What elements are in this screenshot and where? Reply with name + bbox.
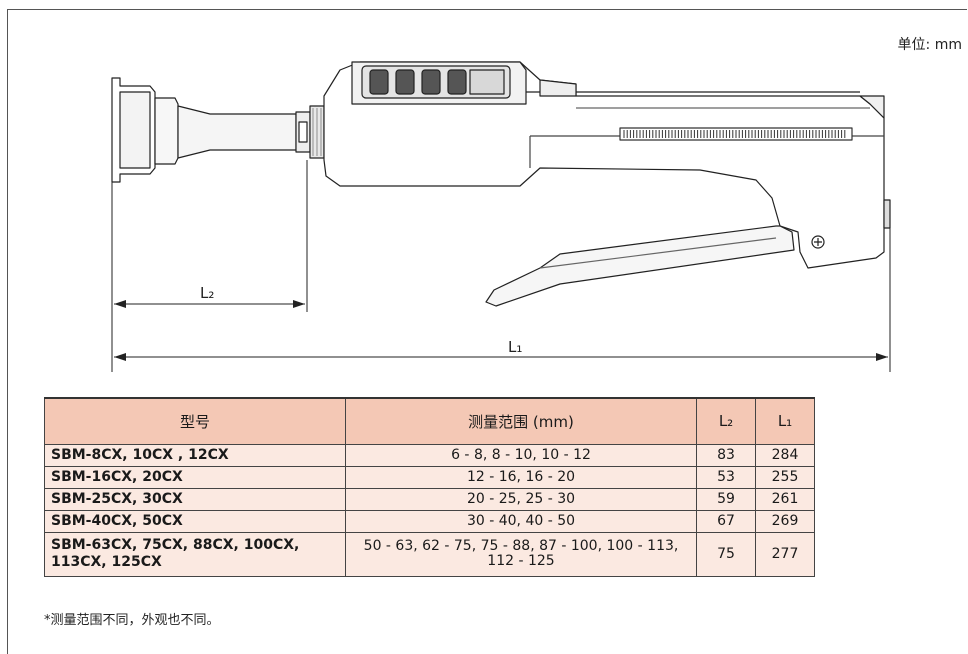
rod-ring-slot: [298, 121, 308, 143]
cell-l2: 67: [696, 509, 756, 533]
cell-l1: 261: [755, 487, 815, 511]
cell-l2: 75: [696, 531, 756, 577]
cell-l1: 255: [755, 465, 815, 489]
extension-rod: [177, 105, 297, 159]
display-grip: [469, 69, 505, 95]
measuring-head-inner: [119, 91, 151, 169]
cell-l1: 277: [755, 531, 815, 577]
cell-range: 20 - 25, 25 - 30: [345, 487, 697, 511]
cell-range: 12 - 16, 16 - 20: [345, 465, 697, 489]
trigger-edge: [539, 237, 777, 269]
table-header-row: 型号 测量范围 (mm) L₂ L₁: [44, 397, 815, 445]
cell-model: SBM-25CX, 30CX: [44, 487, 346, 511]
head-collar: [154, 97, 179, 165]
table-row: SBM-16CX, 20CX 12 - 16, 16 - 20 53 255: [44, 465, 815, 489]
spec-table: 型号 测量范围 (mm) L₂ L₁ SBM-8CX, 10CX , 12CX …: [44, 397, 815, 577]
cell-model: SBM-40CX, 50CX: [44, 509, 346, 533]
cell-l2: 53: [696, 465, 756, 489]
header-l1: L₁: [755, 397, 815, 445]
cell-l2: 83: [696, 443, 756, 467]
cell-model: SBM-16CX, 20CX: [44, 465, 346, 489]
cell-range: 6 - 8, 8 - 10, 10 - 12: [345, 443, 697, 467]
vent-slots: [623, 130, 846, 138]
cell-model: SBM-8CX, 10CX , 12CX: [44, 443, 346, 467]
display-key-2: [395, 69, 415, 95]
display-button: [539, 79, 577, 97]
cell-range: 30 - 40, 40 - 50: [345, 509, 697, 533]
cell-l1: 269: [755, 509, 815, 533]
rear-connector: [883, 199, 891, 229]
rod-nut-ridges: [312, 108, 322, 156]
table-row: SBM-8CX, 10CX , 12CX 6 - 8, 8 - 10, 10 -…: [44, 443, 815, 467]
display-key-4: [447, 69, 467, 95]
footnote: *测量范围不同，外观也不同。: [44, 613, 220, 628]
dimension-arrows: [114, 300, 888, 361]
page-frame: [7, 9, 967, 654]
handle-rear-cap: [859, 95, 885, 119]
cell-l2: 59: [696, 487, 756, 511]
l1-label: L₁: [508, 338, 522, 356]
dimension-lines: [111, 160, 891, 372]
l2-label: L₂: [200, 284, 214, 302]
trigger-lever: [485, 225, 795, 307]
display-key-1: [369, 69, 389, 95]
bore-gauge-diagram: L₂ L₁: [111, 61, 891, 372]
header-range: 测量范围 (mm): [345, 397, 697, 445]
cell-range: 50 - 63, 62 - 75, 75 - 88, 87 - 100, 100…: [345, 531, 697, 577]
header-model: 型号: [44, 397, 346, 445]
header-l2: L₂: [696, 397, 756, 445]
table-row: SBM-25CX, 30CX 20 - 25, 25 - 30 59 261: [44, 487, 815, 511]
cell-l1: 284: [755, 443, 815, 467]
unit-note: 单位: mm: [897, 37, 962, 53]
table-row: SBM-40CX, 50CX 30 - 40, 40 - 50 67 269: [44, 509, 815, 533]
cell-model: SBM-63CX, 75CX, 88CX, 100CX, 113CX, 125C…: [44, 531, 346, 577]
table-row: SBM-63CX, 75CX, 88CX, 100CX, 113CX, 125C…: [44, 531, 815, 577]
display-key-3: [421, 69, 441, 95]
